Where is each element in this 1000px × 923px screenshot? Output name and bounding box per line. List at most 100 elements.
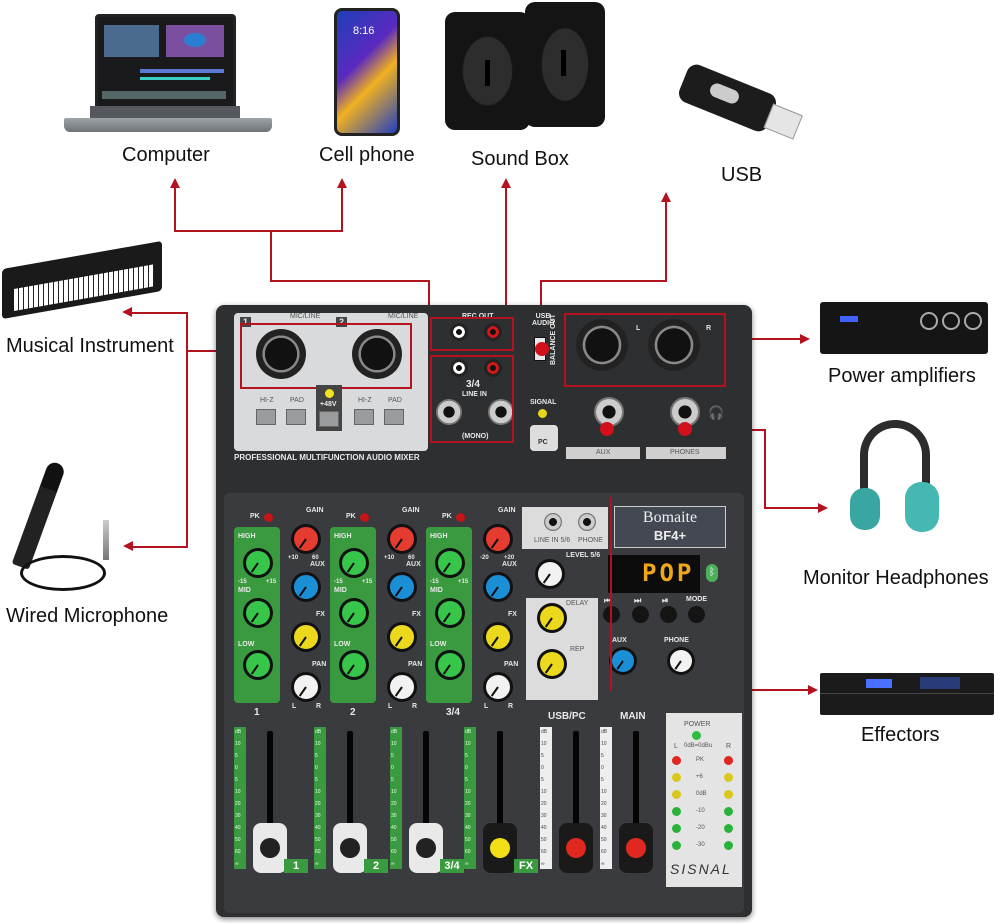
fader-track (633, 731, 639, 841)
brand-name: Bomaite (642, 509, 698, 526)
laptop-screen (95, 14, 236, 110)
pk-label: PK (250, 513, 260, 520)
gain-knob[interactable] (390, 527, 414, 551)
xlr-combo-input-1[interactable] (256, 329, 306, 379)
phone-in-jack[interactable] (578, 513, 596, 531)
rec-out-right[interactable] (484, 323, 502, 341)
player-aux-knob[interactable] (612, 650, 634, 672)
balance-out-right[interactable] (648, 319, 700, 371)
pad-button-1[interactable] (286, 409, 306, 425)
meter-led-left (672, 756, 681, 765)
line-in-jack-left[interactable] (436, 399, 462, 425)
fader-knob[interactable] (483, 823, 517, 873)
pan-knob[interactable] (486, 675, 510, 699)
pan-knob[interactable] (390, 675, 414, 699)
gain-knob[interactable] (486, 527, 510, 551)
mid-eq-knob[interactable] (438, 601, 462, 625)
fader-scale-mark: 5 (601, 753, 604, 759)
mid-eq-knob[interactable] (342, 601, 366, 625)
player-phone-knob[interactable] (670, 650, 692, 672)
line-in-34-left[interactable] (450, 359, 468, 377)
fader-label: 2 (364, 859, 388, 873)
pan-l: L (388, 703, 393, 710)
display-text: POP (642, 559, 695, 587)
fader-knob[interactable] (333, 823, 367, 873)
microphone-cable (20, 555, 106, 591)
delay-knob[interactable] (540, 606, 564, 630)
fader-scale-mark: 40 (391, 825, 397, 831)
fx-send-knob[interactable] (294, 625, 318, 649)
fader-scale-mark: 60 (465, 849, 471, 855)
fader-scale-mark: 40 (541, 825, 547, 831)
level-56-knob[interactable] (538, 562, 562, 586)
fx-send-knob[interactable] (486, 625, 510, 649)
fader-knob[interactable] (559, 823, 593, 873)
aux-send-knob[interactable] (486, 575, 510, 599)
pan-knob[interactable] (294, 675, 318, 699)
high-eq-knob[interactable] (438, 551, 462, 575)
high-eq-knob[interactable] (246, 551, 270, 575)
mode-button[interactable] (688, 606, 705, 623)
fader-scale-mark: dB (541, 729, 548, 735)
gain-knob[interactable] (294, 527, 318, 551)
fader-scale-mark: 20 (601, 801, 607, 807)
mid-eq-knob[interactable] (246, 601, 270, 625)
next-label: ⏭ (634, 596, 642, 605)
high-label: HIGH (238, 533, 256, 540)
fader-track (497, 731, 503, 841)
aux-send-knob[interactable] (390, 575, 414, 599)
brand-plate: Bomaite BF4+ (614, 506, 726, 548)
highlight-player (610, 497, 612, 691)
eq-max: +15 (266, 579, 277, 585)
pad-button-2[interactable] (384, 409, 404, 425)
line-in-label: LINE IN (462, 391, 487, 398)
fader-knob[interactable] (409, 823, 443, 873)
hiz-button-1[interactable] (256, 409, 276, 425)
line-in-56-jack[interactable] (544, 513, 562, 531)
keyboard-device (2, 240, 162, 320)
fader-scale-mark: 40 (235, 825, 241, 831)
phantom-power-button[interactable] (319, 411, 339, 427)
low-label: LOW (238, 641, 255, 648)
fader-scale-mark: dB (235, 729, 242, 735)
fader-scale-mark: 10 (235, 741, 241, 747)
low-eq-knob[interactable] (438, 653, 462, 677)
fader-cap-center (260, 838, 280, 858)
computer-label: Computer (122, 144, 210, 166)
high-eq-knob[interactable] (342, 551, 366, 575)
play-pause-button[interactable] (660, 606, 677, 623)
next-button[interactable] (632, 606, 649, 623)
hiz-button-2[interactable] (354, 409, 374, 425)
meter-level-label: -20 (696, 825, 705, 831)
aux-send-knob[interactable] (294, 575, 318, 599)
fader-scale-mark: 0 (465, 765, 468, 771)
fader-knob[interactable] (253, 823, 287, 873)
fader-scale-mark: 0 (315, 765, 318, 771)
line-in-34-right[interactable] (484, 359, 502, 377)
meter-led-left (672, 773, 681, 782)
rep-label: REP (570, 646, 585, 653)
meter-level-label: -30 (696, 842, 705, 848)
pc-label: PC (538, 439, 548, 446)
rep-knob[interactable] (540, 652, 564, 676)
level-56-label: LEVEL 5/6 (566, 552, 601, 559)
fader-knob[interactable] (619, 823, 653, 873)
xlr-combo-input-2[interactable] (352, 329, 402, 379)
rec-out-left[interactable] (450, 323, 468, 341)
power-led (692, 731, 701, 740)
balance-out-left[interactable] (576, 319, 628, 371)
wired-microphone-label: Wired Microphone (6, 605, 169, 627)
pan-label: PAN (408, 661, 423, 668)
fader-cap-center (340, 838, 360, 858)
laptop-base (64, 118, 272, 132)
low-eq-knob[interactable] (342, 653, 366, 677)
fx-send-knob[interactable] (390, 625, 414, 649)
mic-line-label-1: MIC/LINE (290, 313, 321, 320)
arrow-to-effectors (808, 685, 818, 695)
line-in-jack-right[interactable] (488, 399, 514, 425)
meter-level-label: 0dB (696, 791, 707, 797)
bluetooth-icon: ᛒ (706, 564, 718, 582)
phantom-label: +48V (320, 401, 337, 408)
low-eq-knob[interactable] (246, 653, 270, 677)
meter-led-left (672, 841, 681, 850)
